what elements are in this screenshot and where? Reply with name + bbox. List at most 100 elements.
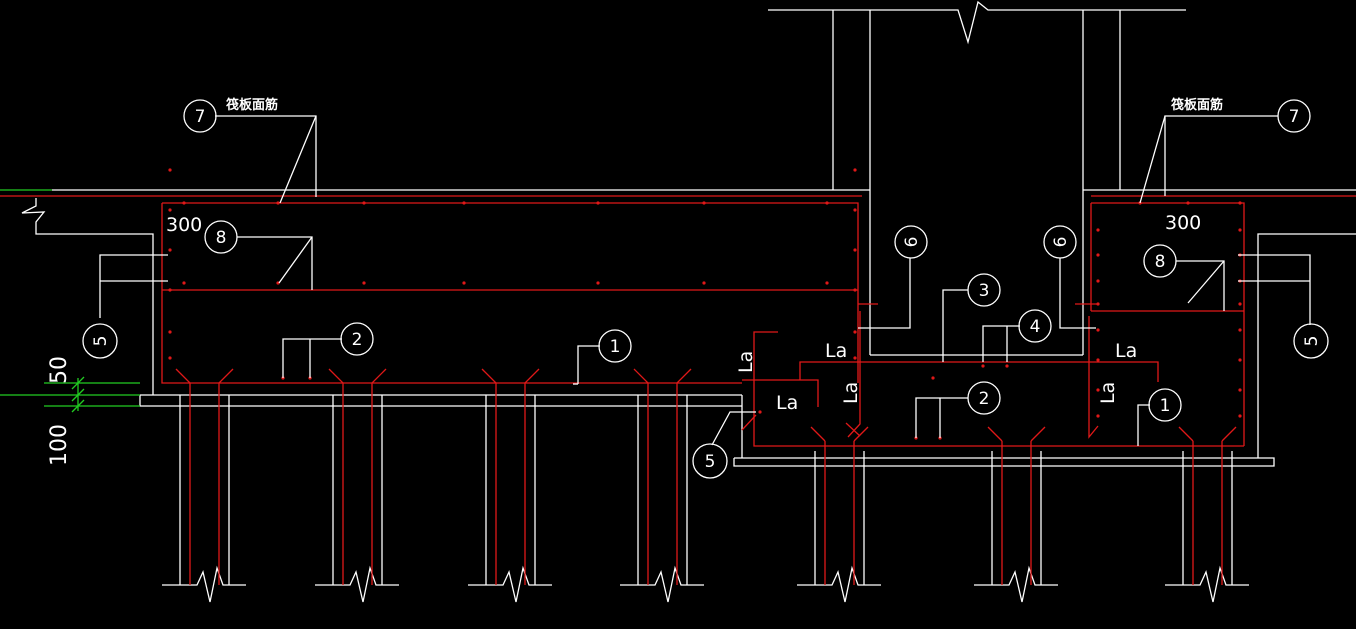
marker-number: 1 — [1160, 396, 1171, 416]
rebar-dot — [1096, 279, 1100, 283]
rebar-dot — [168, 168, 172, 172]
marker-7-left: 7 — [183, 99, 217, 133]
rebar-dot — [168, 248, 172, 252]
marker-number: 5 — [91, 336, 111, 347]
rebar-dot — [1238, 228, 1242, 232]
rebar-dot — [1096, 253, 1100, 257]
marker-circle — [967, 381, 1001, 415]
rebar-dot — [168, 330, 172, 334]
pile-6 — [974, 451, 1058, 603]
rebar-dot — [1238, 414, 1242, 418]
marker-circle — [1277, 99, 1311, 133]
dim-300-left: 300 — [166, 214, 202, 236]
rebar-dot — [1096, 228, 1100, 232]
rebar-dot — [825, 281, 829, 285]
rebar-dot — [702, 281, 706, 285]
rebar-dot — [1238, 358, 1242, 362]
marker-circle — [1143, 244, 1177, 278]
rebar-dot — [168, 288, 172, 292]
piles — [162, 395, 1249, 603]
marker-number: 4 — [1030, 317, 1041, 337]
marker-7-right: 7 — [1277, 99, 1311, 133]
rebar-dot — [182, 201, 186, 205]
marker-8-right: 8 — [1143, 244, 1177, 278]
rebar-dot — [931, 376, 935, 380]
marker-circle — [1018, 309, 1052, 343]
upper-wall — [768, 0, 1186, 356]
rebar-dot — [1238, 328, 1242, 332]
rebar-dot — [1238, 302, 1242, 306]
marker-circle — [598, 329, 632, 363]
marker-circle — [967, 273, 1001, 307]
la-label-2: La — [825, 340, 847, 362]
rebar-dot — [1238, 388, 1242, 392]
rebar-dot — [758, 410, 762, 414]
marker-number: 7 — [1289, 107, 1300, 127]
marker-number: 3 — [979, 281, 990, 301]
dim-50: 50 — [47, 356, 72, 384]
rebar-dot — [853, 248, 857, 252]
marker-number: 8 — [216, 228, 227, 248]
marker-number: 2 — [979, 389, 990, 409]
marker-circle — [894, 225, 928, 259]
pile-rebar — [175, 368, 1237, 585]
marker-circle — [1293, 323, 1329, 359]
dim-300-right: 300 — [1165, 212, 1201, 234]
pile-4 — [620, 395, 704, 603]
raft-top-bar-label-right: 筏板面筋 — [1171, 97, 1223, 113]
rebar-dot — [362, 201, 366, 205]
rebar-dot — [1005, 364, 1009, 368]
rebar-dot — [1238, 201, 1242, 205]
rebar-dot — [1096, 388, 1100, 392]
marker-number: 6 — [1051, 237, 1071, 248]
rebar-dot — [1186, 201, 1190, 205]
la-label-5: La — [1115, 340, 1137, 362]
la-label-4: La — [840, 382, 862, 404]
marker-8-left: 8 — [204, 220, 238, 254]
raft-top-bar-label-left: 筏板面筋 — [226, 97, 278, 113]
marker-5-left: 5 — [82, 323, 118, 359]
dim-100: 100 — [47, 424, 72, 466]
marker-2-left: 2 — [340, 322, 374, 356]
marker-number: 6 — [902, 237, 922, 248]
marker-1-right: 1 — [1148, 388, 1182, 422]
rebar-dot — [596, 201, 600, 205]
marker-circle — [692, 443, 728, 479]
marker-circle — [204, 220, 238, 254]
marker-circle — [340, 322, 374, 356]
rebar-dot — [462, 201, 466, 205]
rebar-dot — [981, 364, 985, 368]
pile-7 — [1165, 451, 1249, 603]
pile-3 — [468, 395, 552, 603]
la-label-1: La — [735, 351, 757, 373]
la-label-3: La — [776, 392, 798, 414]
rebar-dot — [596, 281, 600, 285]
marker-6-left: 6 — [894, 225, 928, 259]
rebar-dot — [1096, 358, 1100, 362]
marker-1-left: 1 — [598, 329, 632, 363]
rebar-dot — [362, 281, 366, 285]
rebar-dot — [853, 330, 857, 334]
marker-circle — [1148, 388, 1182, 422]
marker-5-mid: 5 — [692, 443, 728, 479]
rebar-dot — [182, 281, 186, 285]
rebar-dot — [168, 208, 172, 212]
rebar-dot — [702, 201, 706, 205]
marker-3: 3 — [967, 273, 1001, 307]
rebar-dot — [168, 356, 172, 360]
marker-5-right: 5 — [1293, 323, 1329, 359]
marker-number: 2 — [352, 330, 363, 350]
rebar-dot — [276, 201, 280, 205]
raft-rebar — [0, 195, 1356, 447]
marker-number: 1 — [610, 337, 621, 357]
rebar-dot — [1096, 414, 1100, 418]
rebar-dot — [1096, 328, 1100, 332]
rebar-dot — [853, 168, 857, 172]
rebar-dot — [853, 356, 857, 360]
pile-2 — [315, 395, 399, 603]
pile-5 — [797, 451, 881, 603]
marker-number: 7 — [195, 107, 206, 127]
marker-circle — [183, 99, 217, 133]
